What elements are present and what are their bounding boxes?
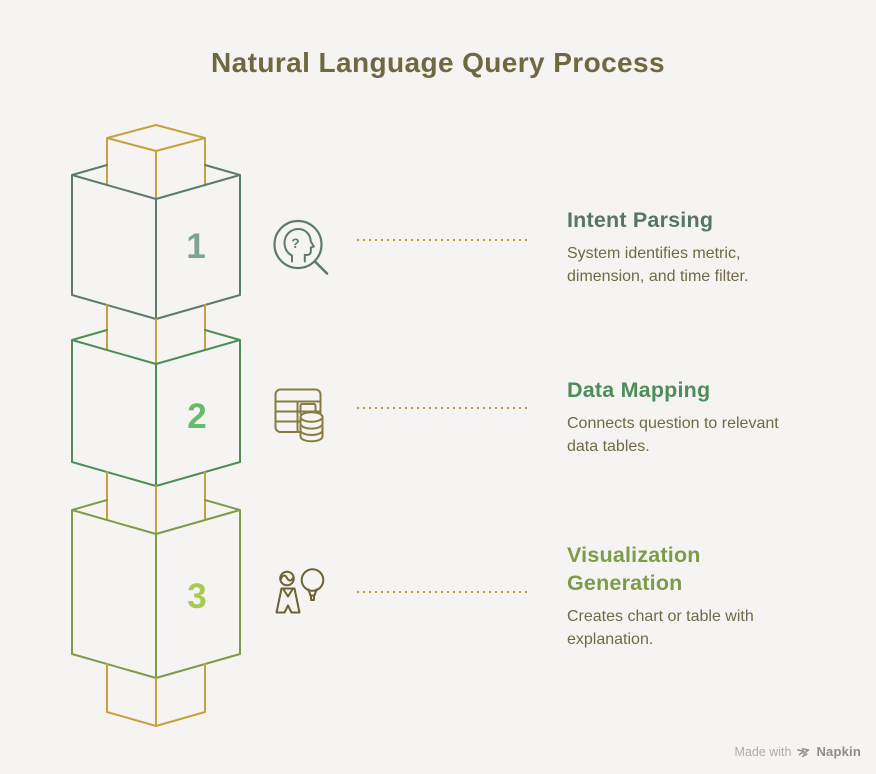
stacked-blocks-illustration: 1 2 3	[71, 124, 241, 727]
step-3-title: Visualization Generation	[567, 543, 701, 595]
napkin-logo-icon	[797, 747, 810, 757]
step-2-description: Connects question to relevant data table…	[567, 415, 779, 455]
block-1: 1	[71, 164, 241, 320]
step-3-text: Visualization Generation Creates chart o…	[567, 541, 812, 651]
connector-cube-2	[106, 471, 206, 535]
head-in-magnifier-icon: ?	[273, 219, 329, 275]
connector-cube-1	[106, 304, 206, 365]
step-1-description: System identifies metric, dimension, and…	[567, 245, 749, 285]
step-1-title: Intent Parsing	[567, 208, 714, 232]
step-1-number: 1	[186, 227, 205, 266]
top-cube	[106, 124, 206, 200]
step-1-text: Intent Parsing System identifies metric,…	[567, 206, 812, 288]
dotted-connector-1	[357, 239, 527, 242]
block-3: 3	[71, 499, 241, 679]
table-database-icon	[274, 388, 324, 443]
bottom-cube	[106, 663, 206, 727]
step-2-number: 2	[187, 397, 206, 436]
block-2: 2	[71, 329, 241, 487]
step-3-description: Creates chart or table with explanation.	[567, 608, 754, 648]
made-with-label: Made with	[734, 744, 792, 759]
step-2-text: Data Mapping Connects question to releva…	[567, 376, 812, 458]
question-mark-glyph: ?	[291, 236, 299, 251]
step-3-number: 3	[187, 577, 206, 616]
attribution: Made with Napkin	[734, 744, 861, 759]
dotted-connector-3	[357, 591, 527, 594]
step-2-title: Data Mapping	[567, 378, 711, 402]
dotted-connector-2	[357, 407, 527, 410]
brand-name: Napkin	[816, 744, 861, 759]
person-idea-icon	[275, 568, 325, 614]
page-title: Natural Language Query Process	[211, 47, 665, 78]
